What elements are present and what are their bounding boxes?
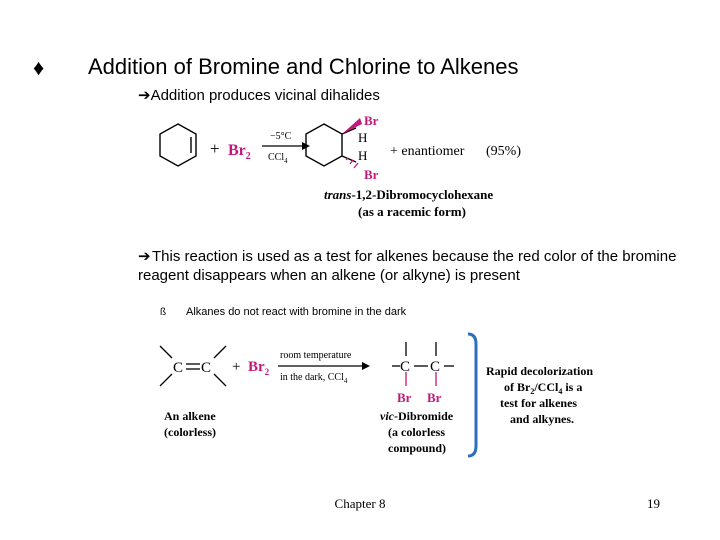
scheme2-plus: + <box>232 359 240 375</box>
alkene-structure: C C <box>159 345 227 387</box>
footer-chapter: Chapter 8 <box>334 496 386 511</box>
subpoint-1: ➔Addition produces vicinal dihalides <box>138 86 380 104</box>
scheme-1-bromination-diagram: + Br2 −5°C CCl4 Br H H Br + enantiomer (… <box>159 113 521 219</box>
svg-text:C: C <box>400 359 410 375</box>
title-bullet-icon: ♦ <box>33 55 45 80</box>
alkene-label-2: (colorless) <box>164 425 216 439</box>
slide-title: Addition of Bromine and Chlorine to Alke… <box>88 54 519 79</box>
svg-text:Br: Br <box>397 390 412 405</box>
arrow-bullet-icon: ➔ <box>138 87 151 104</box>
subpoint-1-text: Addition produces vicinal dihalides <box>150 87 380 104</box>
scheme2-reaction-arrow <box>278 362 370 370</box>
scheme2-condition-top: room temperature <box>280 350 352 361</box>
wedge-bond-top <box>342 118 362 134</box>
scheme2-condition-bottom: in the dark, CCl4 <box>280 372 348 385</box>
blue-bracket <box>467 332 478 458</box>
scheme1-yield: (95%) <box>486 144 521 159</box>
box-line-2: of Br2/CCl4 is a <box>504 380 582 396</box>
subpoint-2: ➔This reaction is used as a test for alk… <box>138 247 678 285</box>
scheme1-condition-bottom: CCl4 <box>268 152 288 165</box>
svg-text:C: C <box>173 360 183 376</box>
product-h-bottom: H <box>358 148 367 163</box>
product-br-top: Br <box>364 113 379 128</box>
product-note: (as a racemic form) <box>358 204 466 219</box>
hash-bond-bottom <box>345 157 359 169</box>
product-name: trans-1,2-Dibromocyclohexane <box>324 187 493 202</box>
alkene-label-1: An alkene <box>164 409 216 423</box>
note-line: ß Alkanes do not react with bromine in th… <box>160 306 406 318</box>
box-line-1: Rapid decolorization <box>486 364 593 378</box>
vic-dibromide-structure: C C Br Br <box>392 342 454 405</box>
product-label-2: (a colorless <box>388 425 445 439</box>
cyclohexene-structure <box>159 123 197 167</box>
scheme1-reagent: Br2 <box>228 142 251 162</box>
subpoint-2-text: This reaction is used as a test for alke… <box>138 248 677 284</box>
product-label-1: vic-Dibromide <box>380 409 454 423</box>
svg-text:C: C <box>430 359 440 375</box>
svg-text:Br: Br <box>427 390 442 405</box>
product-br-bottom: Br <box>364 167 379 182</box>
product-label-3: compound) <box>388 441 446 455</box>
scheme2-reagent: Br2 <box>248 359 270 377</box>
box-line-4: and alkynes. <box>510 412 574 426</box>
scheme1-enantiomer: + enantiomer <box>390 144 465 159</box>
scheme1-reaction-arrow <box>262 142 310 150</box>
svg-text:C: C <box>201 360 211 376</box>
scheme-2-bromine-test-diagram: C C + Br2 room temperature in the dark, … <box>159 332 593 458</box>
sub-bullet-icon: ß <box>160 307 167 318</box>
page-number: 19 <box>647 496 660 511</box>
scheme1-plus: + <box>210 139 220 158</box>
box-line-3: test for alkenes <box>500 396 577 410</box>
product-h-top: H <box>358 130 367 145</box>
arrow-bullet-icon: ➔ <box>138 248 151 265</box>
note-text: Alkanes do not react with bromine in the… <box>186 306 407 318</box>
scheme1-condition-top: −5°C <box>270 131 292 142</box>
